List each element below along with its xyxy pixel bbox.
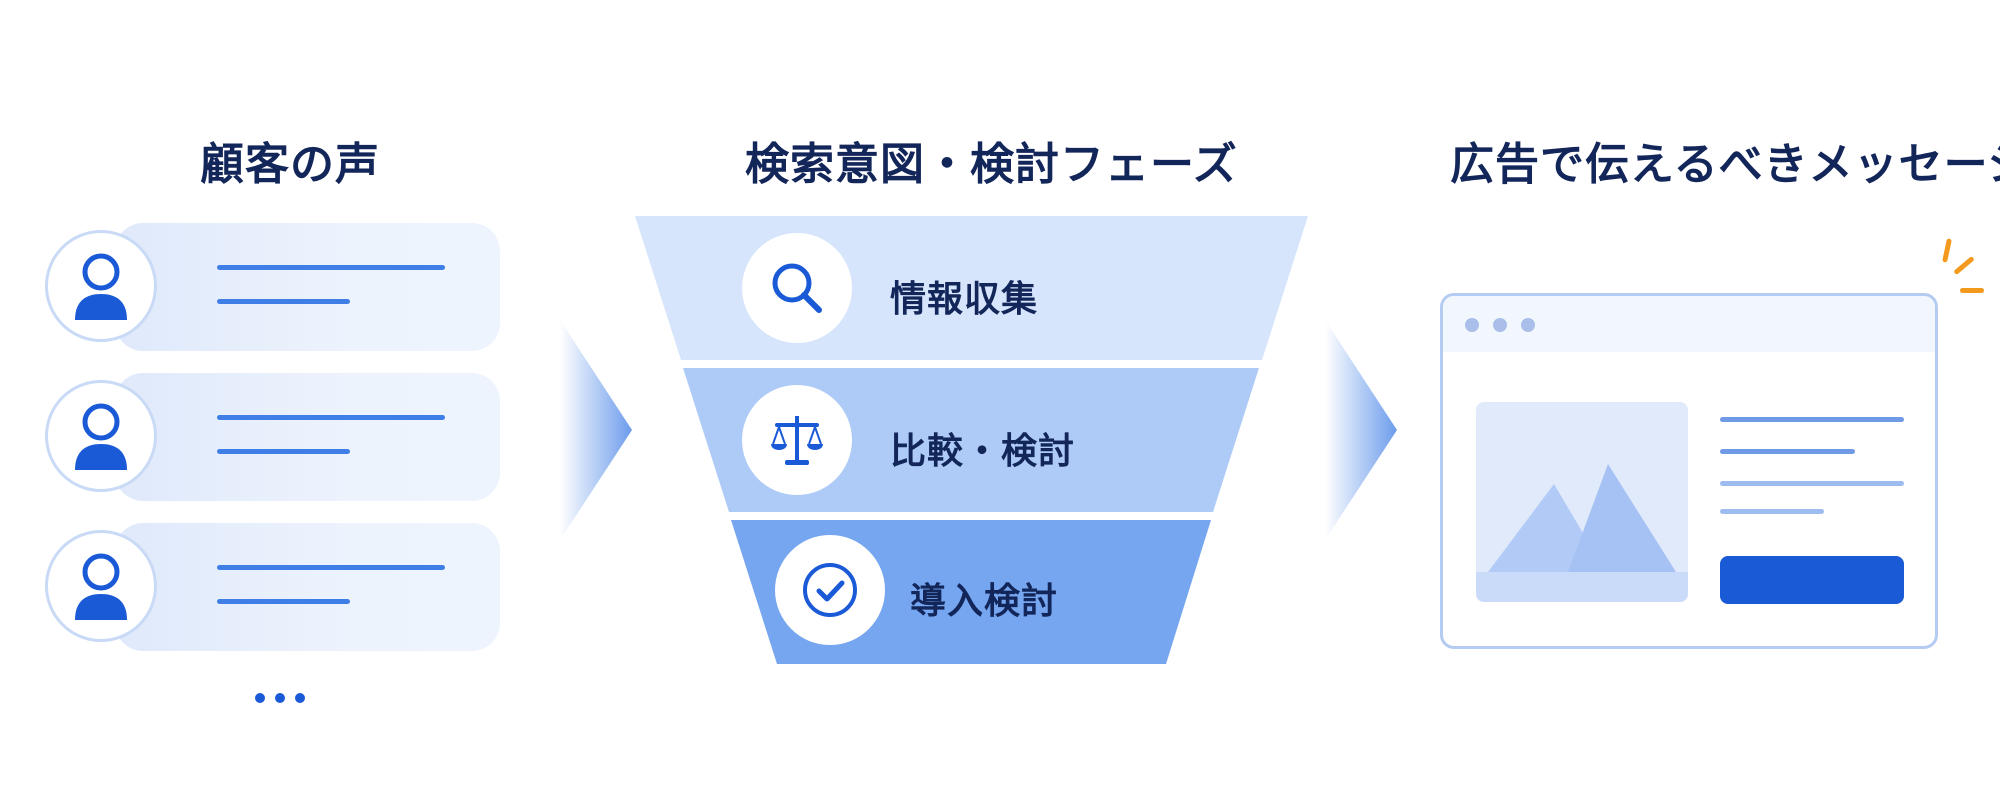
text-line-placeholder: [217, 565, 445, 570]
stage-icon-circle: [742, 233, 852, 343]
avatar: [45, 530, 157, 642]
text-line-placeholder: [1720, 509, 1824, 514]
window-dot: [1465, 318, 1479, 332]
text-line-placeholder: [217, 415, 445, 420]
cta-button: [1720, 556, 1904, 604]
stage-label-adoption: 導入検討: [910, 581, 1059, 622]
search-icon: [772, 263, 822, 313]
text-line-placeholder: [217, 599, 350, 604]
text-line-placeholder: [217, 299, 350, 304]
text-line-placeholder: [217, 449, 350, 454]
voice-bubble: [115, 373, 500, 501]
image-placeholder: [1476, 402, 1688, 602]
spark-icon: [1953, 255, 1975, 276]
voice-card: [45, 223, 500, 351]
right-arrow-icon: [1325, 320, 1397, 540]
voice-card: [45, 373, 500, 501]
more-ellipsis-icon: [255, 688, 315, 707]
voice-bubble: [115, 523, 500, 651]
ad-browser-window: [1440, 293, 1938, 649]
window-titlebar: [1443, 296, 1935, 352]
avatar: [45, 380, 157, 492]
voice-card: [45, 523, 500, 651]
text-line-placeholder: [1720, 481, 1904, 486]
message-title: 広告で伝えるべきメッセージ: [1450, 139, 2000, 190]
phases-title: 検索意図・検討フェーズ: [745, 139, 1238, 190]
stage-icon-circle: [742, 385, 852, 495]
right-arrow-icon: [560, 320, 632, 540]
text-line-placeholder: [217, 265, 445, 270]
text-line-placeholder: [1720, 417, 1904, 422]
user-icon: [75, 403, 127, 470]
mountain-image-icon: [1476, 464, 1688, 602]
scales-icon: [771, 416, 823, 465]
stage-label-comparison: 比較・検討: [890, 431, 1076, 472]
avatar: [45, 230, 157, 342]
voice-bubble: [115, 223, 500, 351]
user-icon: [75, 553, 127, 620]
check-circle-icon: [803, 563, 857, 617]
text-line-placeholder: [1720, 449, 1855, 454]
stage-icon-circle: [775, 535, 885, 645]
spark-icon: [1942, 238, 1952, 263]
window-dot: [1521, 318, 1535, 332]
voices-title: 顧客の声: [200, 139, 380, 190]
spark-icon: [1960, 288, 1984, 293]
stage-label-info-gathering: 情報収集: [890, 279, 1039, 320]
user-icon: [75, 253, 127, 320]
window-dot: [1493, 318, 1507, 332]
